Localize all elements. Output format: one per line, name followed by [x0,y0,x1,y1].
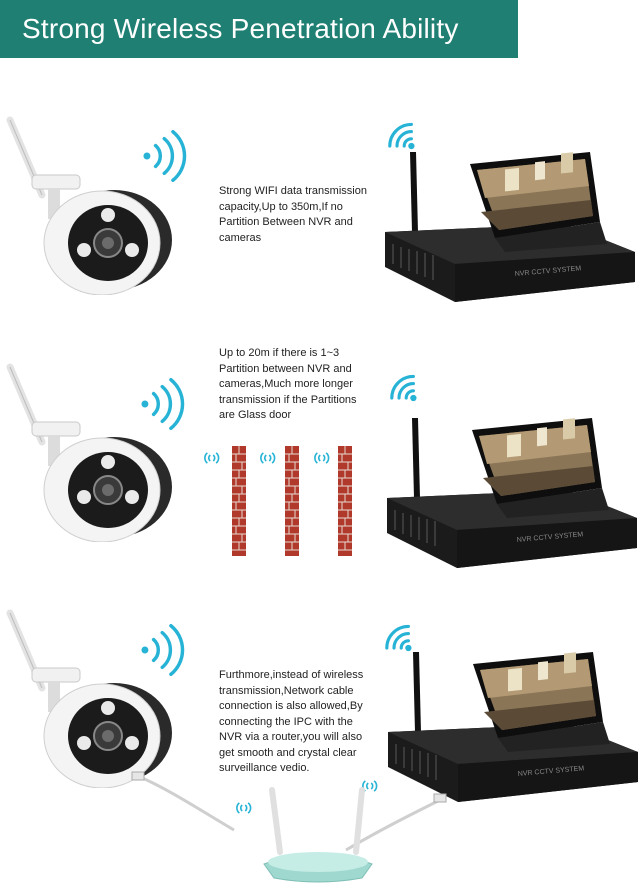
wifi-signal-icon [138,624,190,676]
wifi-signal-icon [200,450,222,466]
section-description: Strong WIFI data transmission capacity,U… [219,185,367,244]
ethernet-cable-icon [131,771,235,832]
nvr-monitor-icon [387,418,637,568]
page-title-banner: Strong Wireless Penetration Ability [0,0,518,58]
wifi-signal-icon [138,378,190,430]
nvr-monitor-icon [388,652,638,802]
brick-wall-icon [285,446,299,556]
brick-wall-icon [232,446,246,556]
wifi-signal-icon [310,450,332,466]
router-icon [263,787,373,883]
nvr-monitor-icon [385,152,635,302]
wifi-signal-icon [140,130,192,182]
wifi-signal-icon [232,800,254,816]
wifi-signal-icon [390,370,435,408]
wifi-signal-icon [388,118,433,156]
brick-wall-icon [338,446,352,556]
wifi-signal-icon [256,450,278,466]
section-description: Up to 20m if there is 1~3 Partition betw… [219,347,357,421]
page-title: Strong Wireless Penetration Ability [22,13,459,44]
section-description: Furthmore,instead of wireless transmissi… [219,669,364,774]
